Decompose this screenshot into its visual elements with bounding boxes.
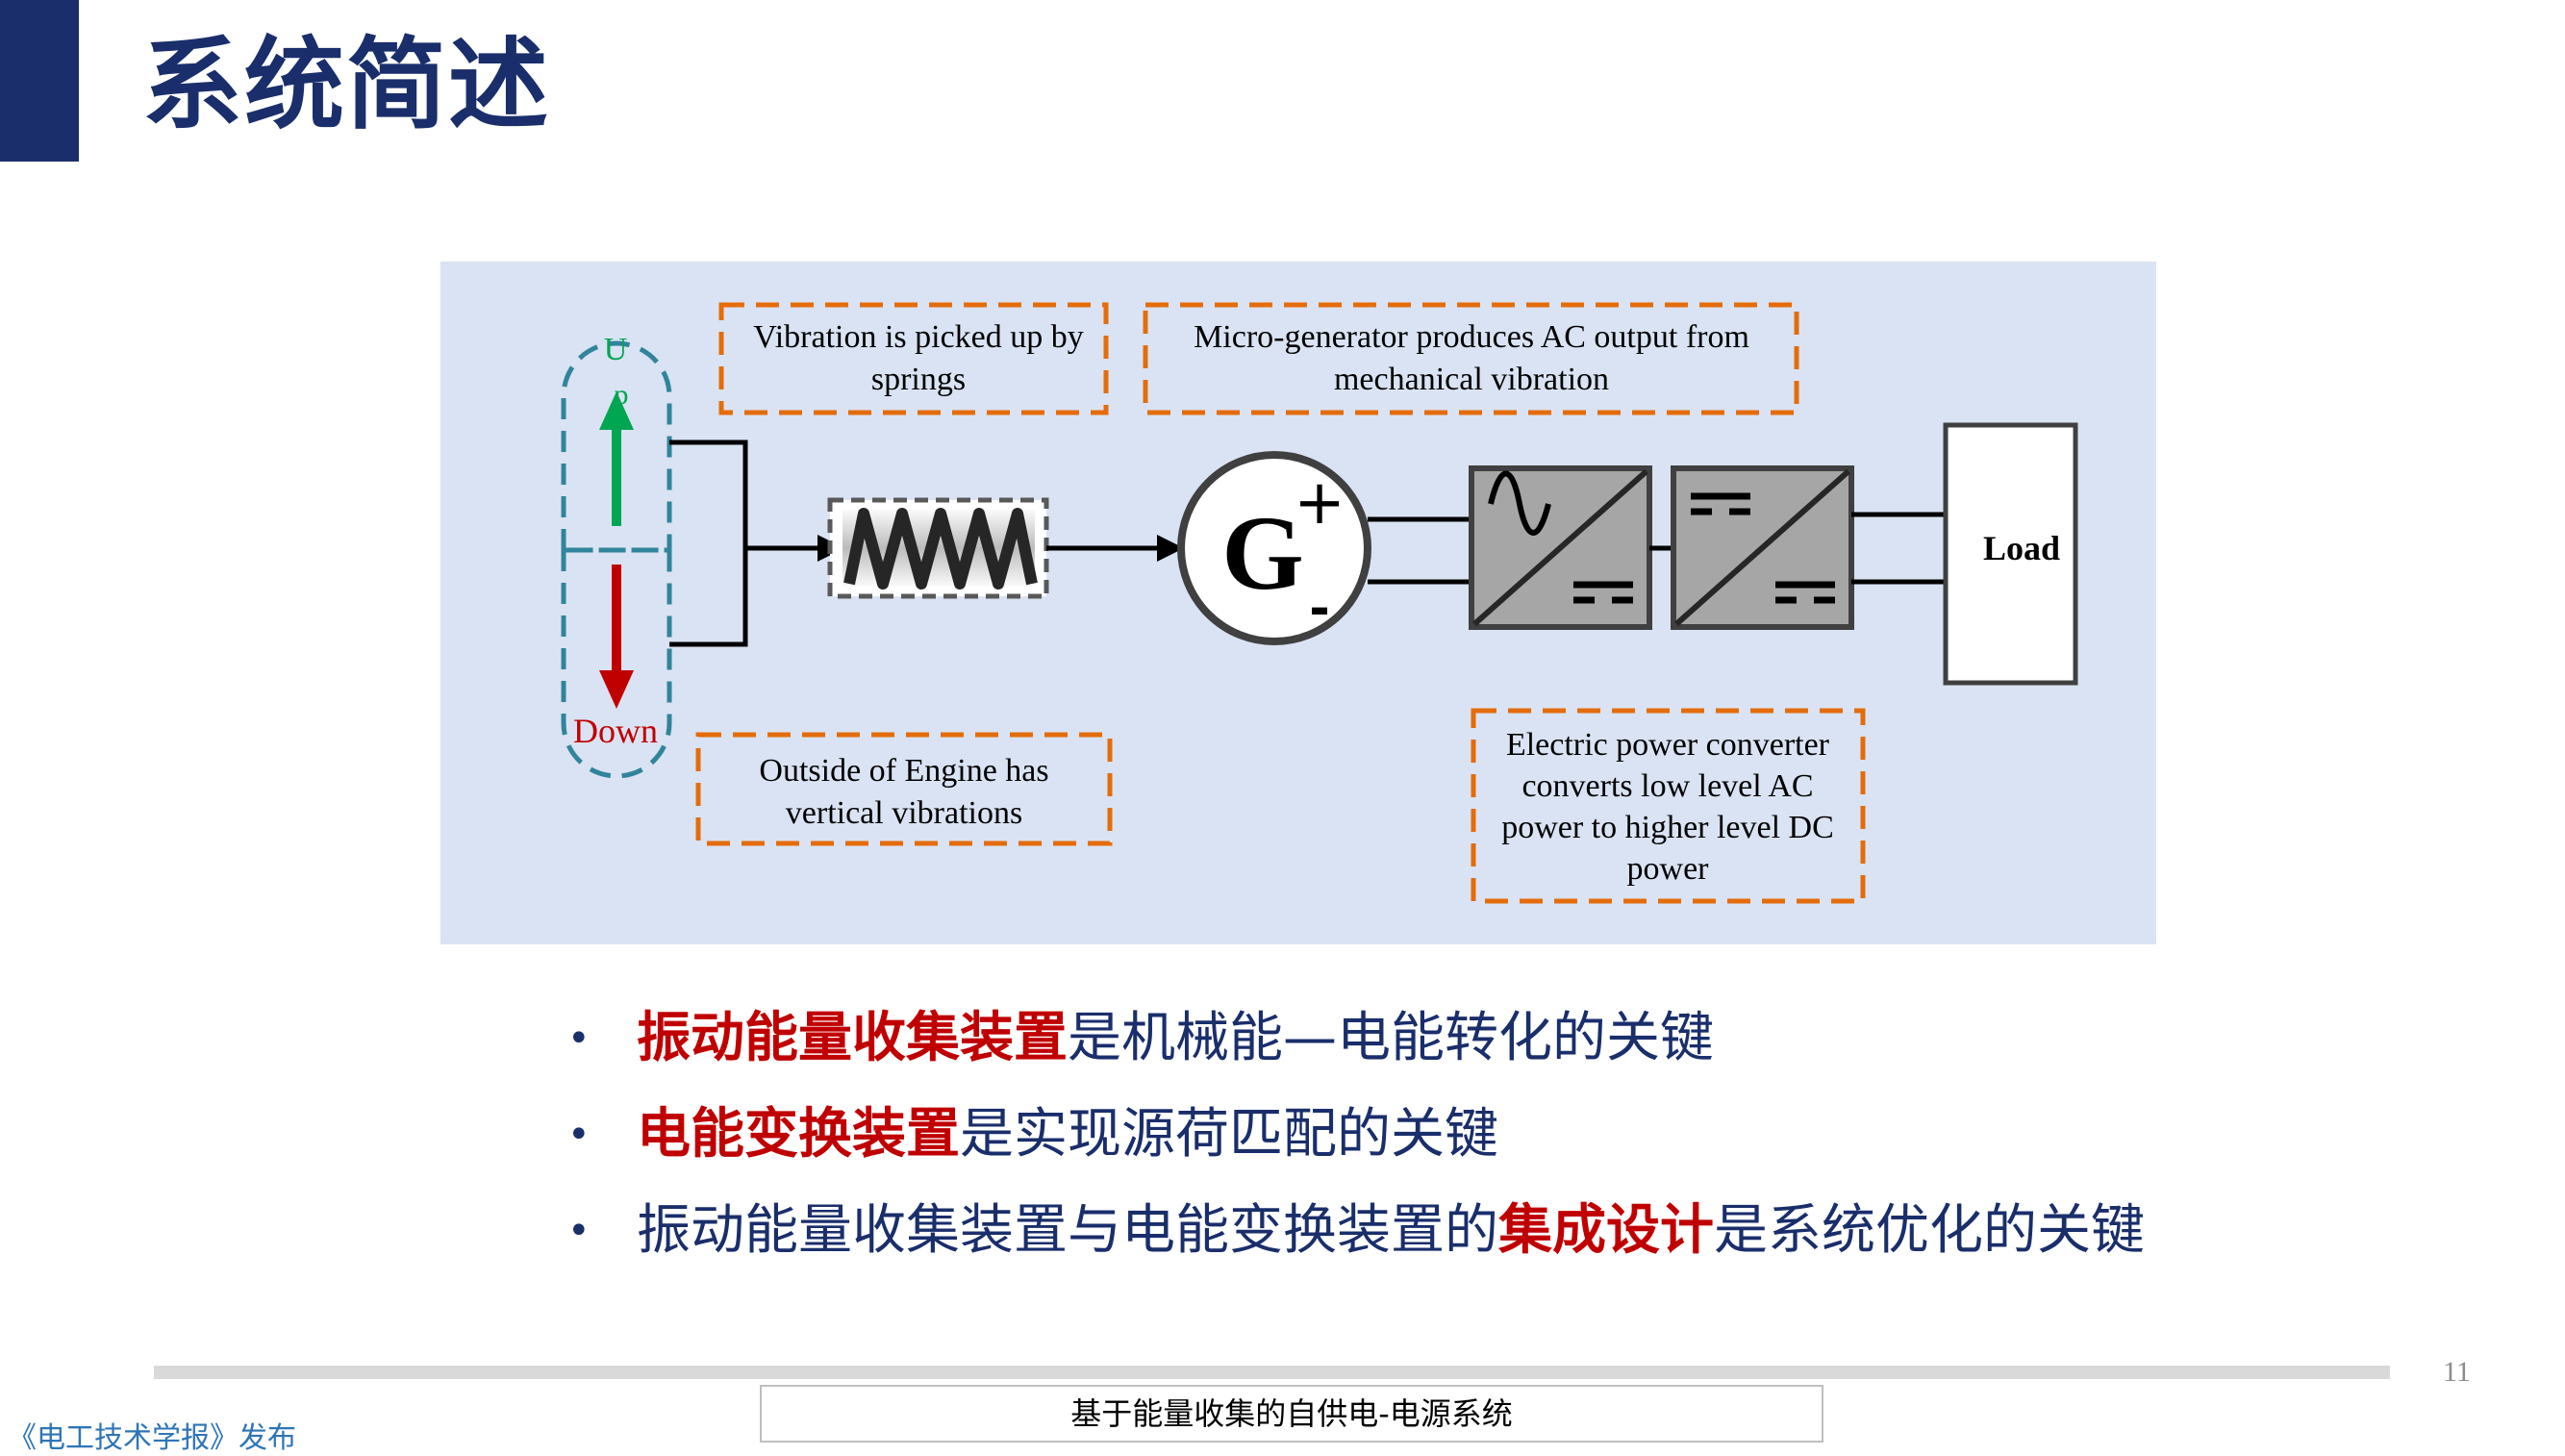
- generator-output-wires: [1368, 516, 1471, 585]
- system-diagram: U p Down G +: [440, 262, 2156, 944]
- bullet-item: • 电能变换装置是实现源荷匹配的关键: [558, 1087, 2481, 1183]
- bullet-text: 是系统优化的关键: [1714, 1199, 2145, 1262]
- spring-to-generator-arrow: [1046, 535, 1184, 562]
- load-box: [1943, 422, 2078, 686]
- generator-plus: +: [1294, 467, 1345, 539]
- callout-engine-line2: vertical vibrations: [786, 795, 1022, 831]
- vibration-up-region: [561, 340, 672, 553]
- callout-springs-line1: Vibration is picked up by: [753, 319, 1084, 355]
- page-title: 系统简述: [142, 26, 551, 143]
- bullet-prefix: 振动能量收集装置与电能变换装置的: [637, 1199, 1498, 1262]
- bullet-highlight: 电能变换装置: [637, 1103, 960, 1166]
- up-arrow: [599, 391, 634, 526]
- dc-dc-converter: [1671, 465, 1854, 630]
- load-label: Load: [1983, 529, 2060, 567]
- connector-bracket: [669, 439, 844, 647]
- callout-converter-line1: Electric power converter: [1506, 727, 1830, 763]
- callout-generator-line2: mechanical vibration: [1334, 362, 1609, 397]
- bullet-highlight: 振动能量收集装置: [637, 1007, 1068, 1069]
- generator-minus: -: [1309, 580, 1330, 638]
- source-credit: 《电工技术学报》发布: [8, 1421, 296, 1455]
- bullet-list: • 振动能量收集装置是机械能—电能转化的关键 • 电能变换装置是实现源荷匹配的关…: [558, 991, 2481, 1279]
- spring-icon: [827, 497, 1049, 599]
- down-arrow: [599, 565, 634, 709]
- footer-divider: [154, 1366, 2390, 1379]
- callout-converter-line2: converts low level AC: [1521, 768, 1813, 804]
- callout-generator: [1143, 302, 1799, 415]
- callout-springs-line2: springs: [871, 362, 966, 397]
- bullet-text: 是机械能—电能转化的关键: [1068, 1007, 1714, 1069]
- callout-converter: [1471, 708, 1866, 904]
- callout-springs: [718, 302, 1109, 415]
- bullet-dot: •: [567, 1113, 591, 1157]
- title-accent-bar: [0, 0, 79, 162]
- callout-generator-line1: Micro-generator produces AC output from: [1194, 319, 1749, 355]
- bullet-item: • 振动能量收集装置是机械能—电能转化的关键: [558, 991, 2481, 1087]
- converter-output-wires: [1851, 512, 1946, 585]
- bullet-dot: •: [567, 1017, 591, 1061]
- ac-dc-converter: [1469, 465, 1652, 630]
- bullet-item: • 振动能量收集装置与电能变换装置的集成设计是系统优化的关键: [558, 1183, 2481, 1279]
- diagram-svg: U p Down G +: [561, 302, 2078, 904]
- page-number: 11: [2443, 1356, 2471, 1388]
- footer-title: 基于能量收集的自供电-电源系统: [760, 1385, 1823, 1443]
- down-label: Down: [573, 712, 658, 750]
- up-label: U: [604, 332, 628, 367]
- callout-engine: [695, 732, 1113, 846]
- generator-symbol: G: [1221, 494, 1304, 612]
- callout-converter-line4: power: [1627, 851, 1710, 887]
- callout-engine-line1: Outside of Engine has: [759, 753, 1048, 789]
- callout-converter-line3: power to higher level DC: [1501, 810, 1834, 845]
- generator-icon: [1177, 451, 1371, 645]
- bullet-highlight: 集成设计: [1498, 1199, 1714, 1262]
- bullet-text: 是实现源荷匹配的关键: [960, 1103, 1498, 1166]
- bullet-dot: •: [567, 1209, 591, 1253]
